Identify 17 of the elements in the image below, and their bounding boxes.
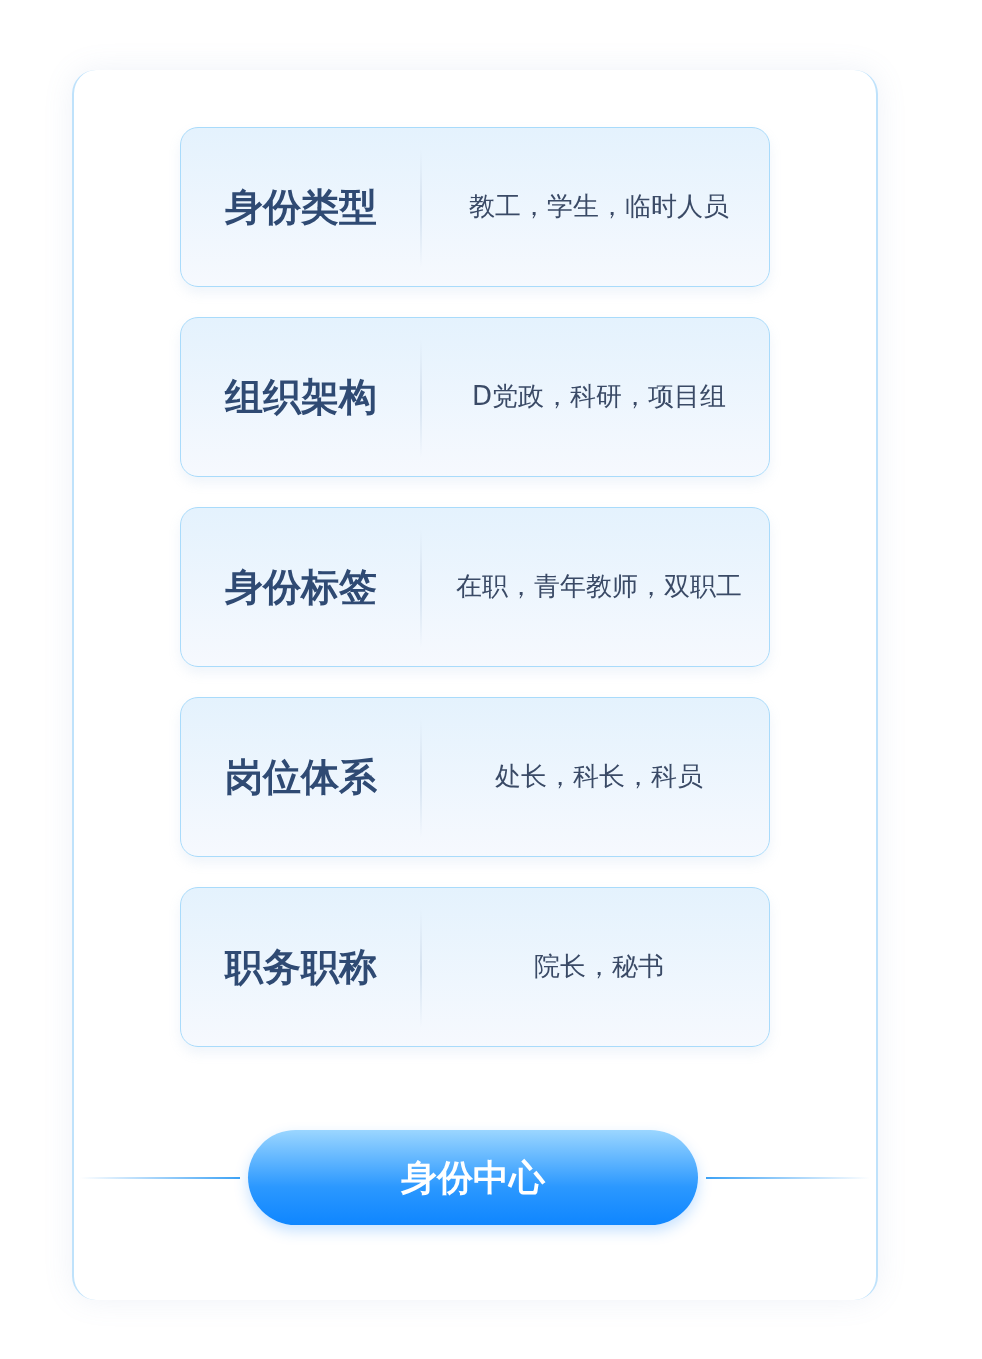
card-title: 组织架构	[225, 374, 377, 420]
card-description: 教工，学生，临时人员	[468, 190, 730, 223]
card-description: 在职，青年教师，双职工	[455, 570, 743, 603]
category-card	[180, 697, 770, 857]
category-card	[180, 887, 770, 1047]
center-pill	[248, 1130, 698, 1225]
category-card	[180, 317, 770, 477]
card-description: 院长，秘书	[533, 950, 665, 983]
category-card	[180, 127, 770, 287]
card-description: D党政，科研，项目组	[471, 380, 727, 413]
card-title: 职务职称	[225, 944, 377, 990]
pill-label: 身份中心	[400, 1156, 546, 1200]
card-title: 身份类型	[225, 184, 377, 230]
card-title: 身份标签	[225, 564, 377, 610]
category-card	[180, 507, 770, 667]
card-title: 岗位体系	[225, 754, 377, 800]
card-description: 处长，科长，科员	[494, 760, 704, 793]
